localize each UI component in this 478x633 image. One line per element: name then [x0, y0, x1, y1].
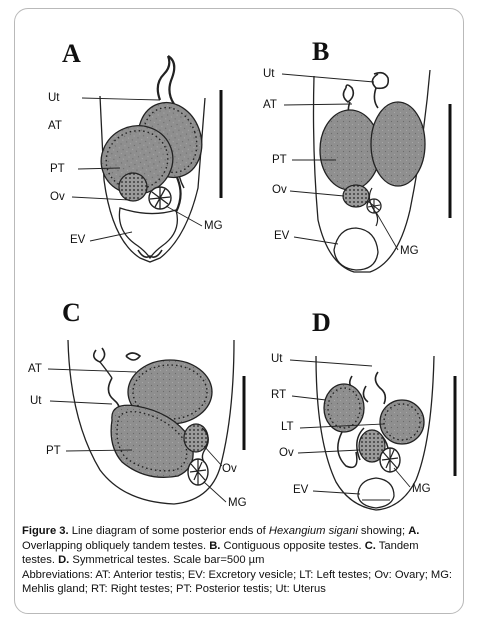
panel-a-label-mg: MG [204, 220, 223, 232]
panel-a: A Ut AT PT Ov EV MG [48, 39, 223, 263]
panel-b-uterus [342, 71, 390, 104]
panel-b-label-at: AT [263, 99, 277, 111]
panel-c-mehlis-gland-lobes [189, 459, 207, 485]
panel-d: D Ut RT LT Ov EV MG [271, 308, 457, 511]
panel-a-label-ut: Ut [48, 92, 60, 104]
panel-d-label-mg: MG [412, 483, 431, 495]
figure-caption: Figure 3. Line diagram of some posterior… [22, 524, 454, 597]
panel-a-mehlis-gland-lobes [149, 187, 171, 209]
panel-a-ovary [118, 172, 148, 202]
caption-text-before: Line diagram of some posterior ends of [68, 525, 269, 537]
panel-d-left-testis-dots [383, 403, 421, 441]
panel-d-excretory-vesicle [357, 477, 395, 509]
panel-b-label-ev: EV [274, 230, 290, 242]
panel-a-body-outline [99, 95, 206, 263]
panel-d-mehlis-gland-lobes [381, 448, 399, 472]
panel-a-label-pt: PT [50, 163, 65, 175]
panel-a-letter: A [62, 39, 81, 68]
panel-d-right-testis-dots [327, 387, 361, 429]
panel-a-label-at: AT [48, 120, 62, 132]
panel-d-left-testis [379, 399, 425, 445]
panel-a-label-ev: EV [70, 234, 86, 246]
caption-figure-label: Figure 3. [22, 525, 69, 537]
panel-d-body-outline [315, 355, 435, 511]
panel-d-label-ev: EV [293, 484, 309, 496]
caption-a-label: A. [408, 525, 420, 537]
caption-text-after: showing; [357, 525, 406, 537]
panel-c-posterior-testis-dots [116, 411, 188, 472]
caption-main: Figure 3. Line diagram of some posterior… [22, 524, 454, 568]
caption-a-text: Overlapping obliquely tandem testes. [22, 539, 210, 552]
panel-d-label-rt: RT [271, 389, 286, 401]
panel-c-posterior-testis [110, 404, 194, 479]
panel-b-label-pt: PT [272, 154, 287, 166]
panel-c: C AT Ut PT Ov MG [28, 298, 247, 509]
panel-c-label-mg: MG [228, 497, 247, 509]
caption-b-text: Contiguous opposite testes. [220, 539, 365, 552]
panel-a-posterior-testis-dots [105, 130, 169, 190]
caption-c-text: Tandem testes. [22, 539, 419, 567]
panel-a-label-ov: Ov [50, 191, 65, 203]
panel-c-label-ut: Ut [30, 395, 42, 407]
panel-b-ovary [342, 184, 370, 208]
panel-a-posterior-testis [100, 125, 174, 195]
panel-c-label-at: AT [28, 363, 42, 375]
panel-b-label-ut: Ut [263, 68, 275, 80]
panel-d-label-lt: LT [281, 421, 294, 433]
panel-d-label-ut: Ut [271, 353, 283, 365]
caption-d-label: D. [58, 554, 70, 567]
panel-c-letter: C [62, 298, 81, 327]
panel-c-body-outline [67, 339, 235, 505]
panel-a-anterior-testis-dots [142, 106, 198, 174]
caption-species: Hexangium sigani [268, 525, 358, 537]
panel-b-label-ov: Ov [272, 184, 287, 196]
caption-b-label: B. [209, 539, 221, 552]
panel-d-right-testis [323, 383, 365, 433]
caption-abbreviations: Abbreviations: AT: Anterior testis; EV: … [22, 568, 453, 596]
panel-b-right-testis [370, 101, 426, 187]
panel-c-label-pt: PT [46, 445, 61, 457]
panel-b-letter: B [312, 37, 329, 66]
panel-a-excretory-vesicle [118, 207, 179, 260]
caption-c-label: C. [364, 539, 376, 552]
panel-b-label-mg: MG [400, 245, 419, 257]
panel-c-ovary [183, 423, 209, 453]
panel-d-ovary [358, 429, 386, 463]
panel-b: B Ut AT PT Ov EV MG [263, 37, 452, 273]
panel-d-label-ov: Ov [279, 447, 294, 459]
panel-c-label-ov: Ov [222, 463, 237, 475]
panel-a-pore [137, 249, 163, 258]
panel-b-duct [368, 187, 379, 227]
caption-d-text: Symmetrical testes. Scale bar=500 µm [69, 554, 265, 567]
panel-b-excretory-vesicle [333, 227, 379, 271]
panel-d-letter: D [312, 308, 331, 337]
